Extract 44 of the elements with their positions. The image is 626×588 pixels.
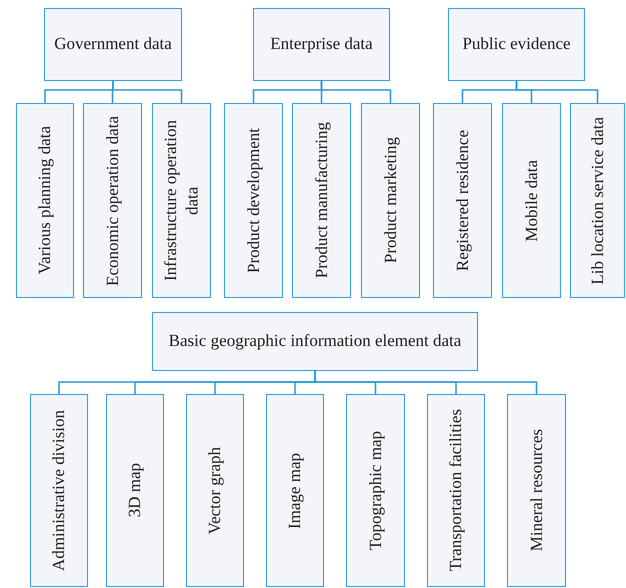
group-box [44,8,182,81]
connector-line [516,81,598,103]
group-box [448,8,585,81]
connector-line [314,371,538,394]
category-box [502,103,561,298]
category-box [507,394,566,587]
box-label: Various planning data [34,126,56,275]
box-label: 3D map [124,463,146,518]
category-box [224,103,283,298]
group-box [152,312,478,371]
group-box [253,8,390,81]
box-label: Public evidence [462,33,571,56]
box-label: Infrastructure operation data [160,119,202,283]
box-label: Product development [242,128,264,273]
box-label: Economic operation data [102,116,123,286]
category-box [266,394,324,587]
connector-line [112,81,182,103]
box-label: Registered residence [452,130,473,272]
box-label: Government data [54,33,172,56]
category-box [361,103,420,298]
connector-line [320,81,392,103]
category-box [152,103,211,298]
category-box [433,103,492,298]
box-label: Enterprise data [270,33,373,56]
box-label: Vector graph [204,446,226,534]
box-label: Basic geographic information element data [168,330,462,352]
category-box [16,103,74,298]
box-label: Transportation facilities [445,409,466,572]
category-box [427,394,485,587]
category-box [30,394,88,587]
box-label: Topographic map [364,430,386,550]
box-label: Image map [284,452,306,528]
category-box [186,394,244,587]
box-label: Mineral resources [526,429,547,552]
category-box [292,103,351,298]
box-label: Lib location service data [586,116,608,284]
box-label: Mobile data [520,160,542,242]
category-box [106,394,164,587]
category-box [570,103,625,298]
category-box [346,394,405,587]
category-box [83,103,142,298]
box-label: Product marketing [380,137,401,264]
box-label: Administrative division [48,410,70,572]
box-label: Product manufacturing [310,122,332,279]
